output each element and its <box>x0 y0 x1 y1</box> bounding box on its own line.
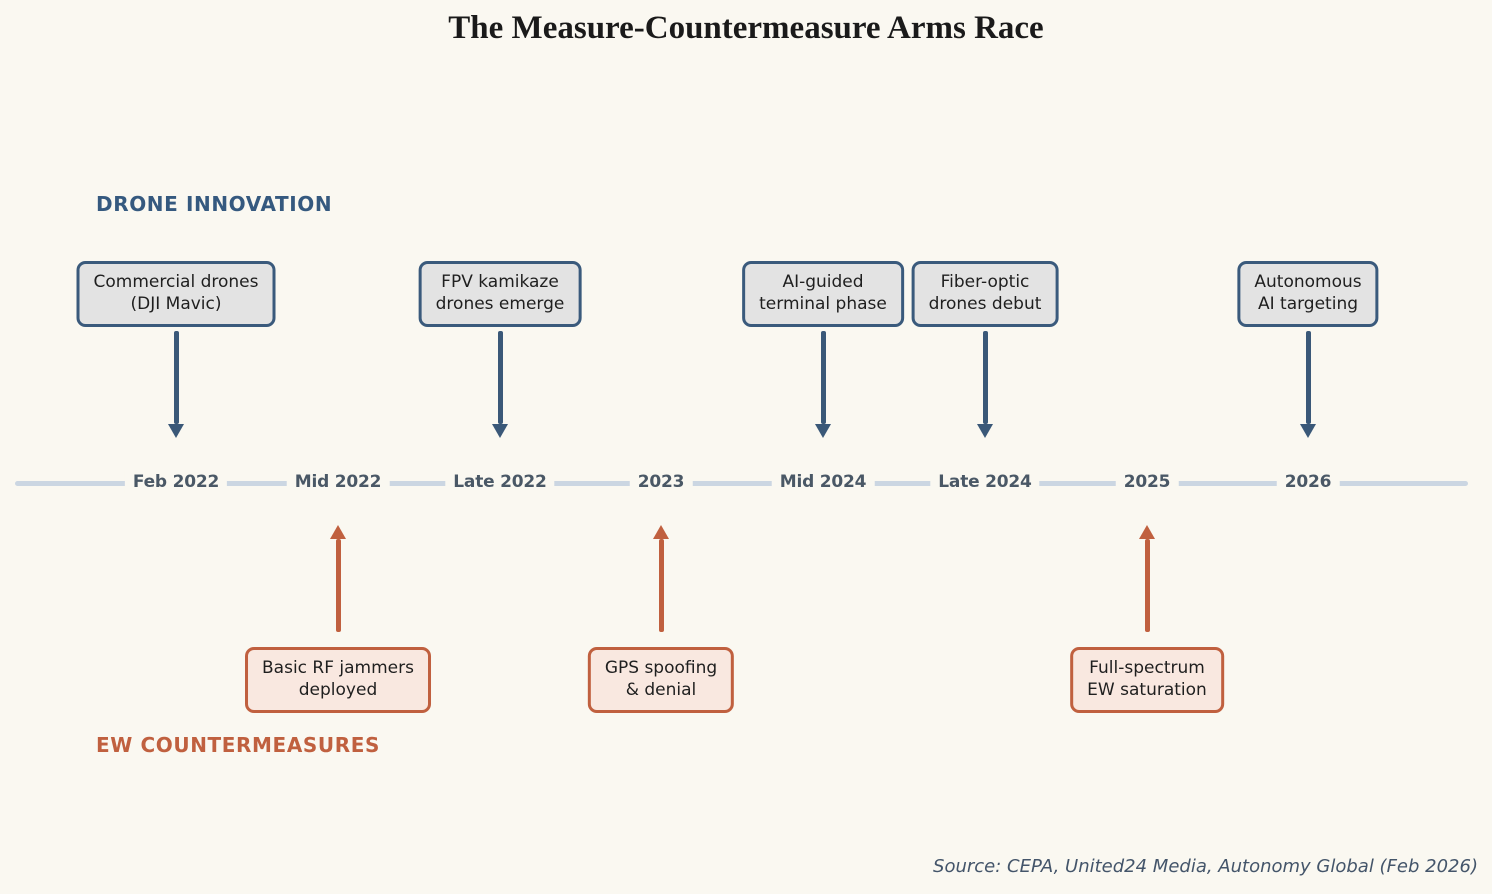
tick-label-feb-2022: Feb 2022 <box>124 471 228 493</box>
event-box-fpv-kamikaze: FPV kamikaze drones emerge <box>418 261 582 327</box>
page-title: The Measure-Countermeasure Arms Race <box>448 10 1044 46</box>
up-arrow-icon <box>1139 525 1155 632</box>
timeline-axis <box>15 481 1468 486</box>
down-arrow-icon <box>492 331 508 438</box>
event-box-rf-jammers: Basic RF jammers deployed <box>245 647 431 713</box>
down-arrow-icon <box>977 331 993 438</box>
event-box-gps-spoofing: GPS spoofing & denial <box>587 647 735 713</box>
tick-label-2025: 2025 <box>1115 471 1179 493</box>
down-arrow-icon <box>1300 331 1316 438</box>
event-box-ew-saturation: Full-spectrum EW saturation <box>1070 647 1224 713</box>
source-note: Source: CEPA, United24 Media, Autonomy G… <box>933 856 1478 877</box>
tick-label-2023: 2023 <box>629 471 693 493</box>
tick-label-mid-2024: Mid 2024 <box>771 471 875 493</box>
tick-label-2026: 2026 <box>1276 471 1340 493</box>
drone-innovation-heading: DRONE INNOVATION <box>96 192 333 216</box>
up-arrow-icon <box>653 525 669 632</box>
ew-countermeasures-heading: EW COUNTERMEASURES <box>96 733 381 757</box>
event-box-fiber-optic: Fiber-optic drones debut <box>911 261 1059 327</box>
up-arrow-icon <box>330 525 346 632</box>
event-box-commercial-drones: Commercial drones (DJI Mavic) <box>76 261 276 327</box>
tick-label-mid-2022: Mid 2022 <box>286 471 390 493</box>
event-box-autonomous-ai: Autonomous AI targeting <box>1237 261 1379 327</box>
down-arrow-icon <box>815 331 831 438</box>
tick-label-late-2022: Late 2022 <box>445 471 555 493</box>
event-box-ai-guided: AI-guided terminal phase <box>742 261 904 327</box>
tick-label-late-2024: Late 2024 <box>930 471 1040 493</box>
down-arrow-icon <box>168 331 184 438</box>
